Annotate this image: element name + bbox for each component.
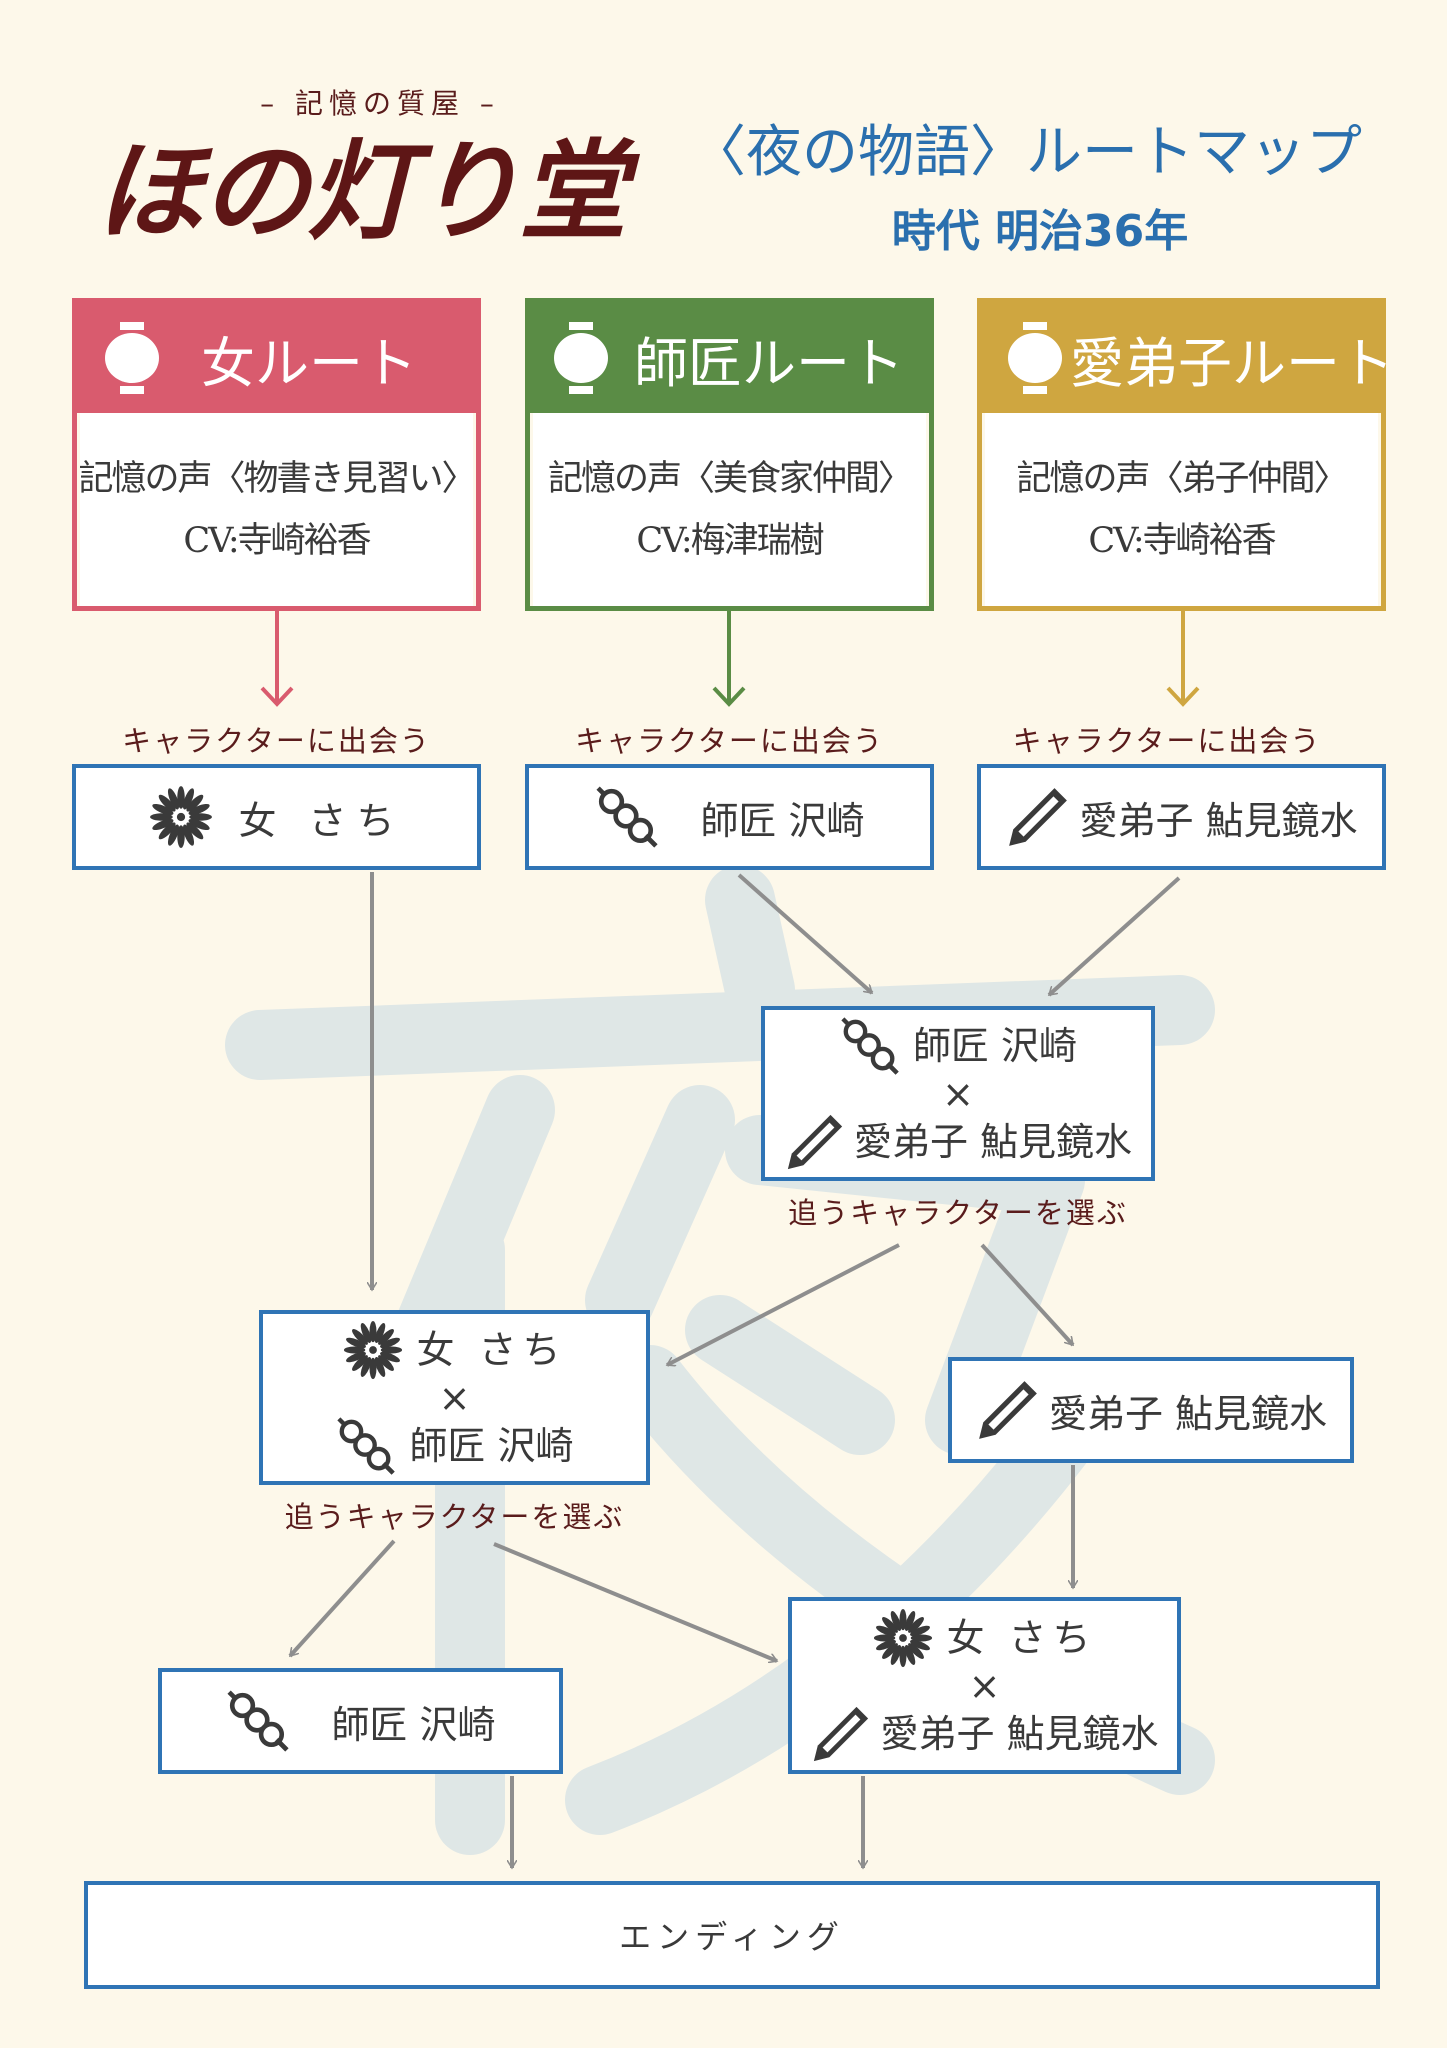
node-label: 女 さち — [238, 798, 405, 843]
route-title: 愛弟子ルート — [1070, 331, 1394, 395]
arrow — [493, 1542, 777, 1661]
route-card-woman: 女ルート 記憶の声〈物書き見習い〉 CV:寺崎裕香 — [72, 298, 481, 611]
arrow — [1047, 876, 1181, 997]
voice-role: 記憶の声〈美食家仲間〉 — [547, 458, 913, 499]
node-label: 愛弟子 鮎見鏡水 — [880, 1711, 1159, 1756]
node-label: 愛弟子 鮎見鏡水 — [1048, 1391, 1328, 1436]
voice-cast: CV:梅津瑞樹 — [636, 520, 824, 561]
shop-subtitle: – 記憶の質屋 – — [260, 87, 500, 120]
voice-role: 記憶の声〈弟子仲間〉 — [1016, 458, 1348, 499]
meet-label: キャラクターに出会う — [122, 724, 431, 758]
chrysanthemum-icon — [872, 1607, 934, 1669]
route-card-disciple: 愛弟子ルート 記憶の声〈弟子仲間〉 CV:寺崎裕香 — [977, 298, 1394, 611]
ending-label: エンディング — [619, 1918, 845, 1956]
dango-icon — [839, 1015, 901, 1077]
cross-symbol: × — [968, 1663, 1001, 1708]
node-ending: エンディング — [84, 1881, 1380, 1989]
era-label: 時代 明治36年 — [891, 206, 1189, 257]
chrysanthemum-icon — [342, 1319, 404, 1381]
choose-label: 追うキャラクターを選ぶ — [284, 1500, 625, 1534]
arrow — [667, 1243, 900, 1367]
node-label: 師匠 沢崎 — [409, 1423, 574, 1468]
pencil-icon — [784, 1111, 846, 1173]
voice-cast: CV:寺崎裕香 — [1088, 520, 1276, 561]
logo: ほの灯り堂 — [95, 129, 627, 255]
chrysanthemum-icon — [148, 784, 214, 850]
cross-symbol: × — [438, 1375, 471, 1420]
choose-label: 追うキャラクターを選ぶ — [788, 1196, 1128, 1230]
node-disciple-ayumi-solo: 愛弟子 鮎見鏡水 — [948, 1357, 1354, 1463]
pencil-icon — [1005, 784, 1071, 850]
arrow — [980, 1243, 1075, 1347]
page-title: 〈夜の物語〉ルートマップ — [690, 120, 1362, 185]
voice-cast: CV:寺崎裕香 — [183, 520, 371, 561]
dango-icon — [225, 1688, 291, 1754]
route-title: 師匠ルート — [634, 331, 904, 395]
route-card-master: 師匠ルート 記憶の声〈美食家仲間〉 CV:梅津瑞樹 — [525, 298, 934, 611]
node-master-x-disciple: 師匠 沢崎 × 愛弟子 鮎見鏡水 — [761, 1006, 1155, 1181]
dango-icon — [594, 784, 660, 850]
node-woman-sachi: 女 さち — [72, 764, 481, 870]
node-label: 師匠 沢崎 — [912, 1023, 1078, 1068]
dango-icon — [335, 1415, 397, 1477]
node-master-sawazaki: 師匠 沢崎 — [525, 764, 934, 870]
node-woman-x-master: 女 さち × 師匠 沢崎 — [259, 1310, 650, 1485]
arrow — [737, 873, 874, 995]
route-title: 女ルート — [201, 331, 417, 395]
meet-label: キャラクターに出会う — [575, 724, 884, 758]
meet-label: キャラクターに出会う — [1012, 724, 1322, 758]
node-master-sawazaki-solo: 師匠 沢崎 — [158, 1668, 563, 1774]
node-label: 師匠 沢崎 — [700, 798, 865, 843]
node-woman-x-disciple: 女 さち × 愛弟子 鮎見鏡水 — [788, 1597, 1181, 1774]
node-label: 女 さち — [946, 1615, 1097, 1660]
pencil-icon — [975, 1377, 1041, 1443]
node-label: 愛弟子 鮎見鏡水 — [853, 1119, 1133, 1164]
node-disciple-ayumi: 愛弟子 鮎見鏡水 — [977, 764, 1386, 870]
node-label: 愛弟子 鮎見鏡水 — [1079, 798, 1358, 843]
node-label: 師匠 沢崎 — [331, 1702, 496, 1747]
arrow — [288, 1539, 396, 1658]
voice-role: 記憶の声〈物書き見習い〉 — [80, 458, 473, 499]
pencil-icon — [810, 1703, 872, 1765]
cross-symbol: × — [942, 1071, 974, 1116]
node-label: 女 さち — [416, 1327, 567, 1372]
